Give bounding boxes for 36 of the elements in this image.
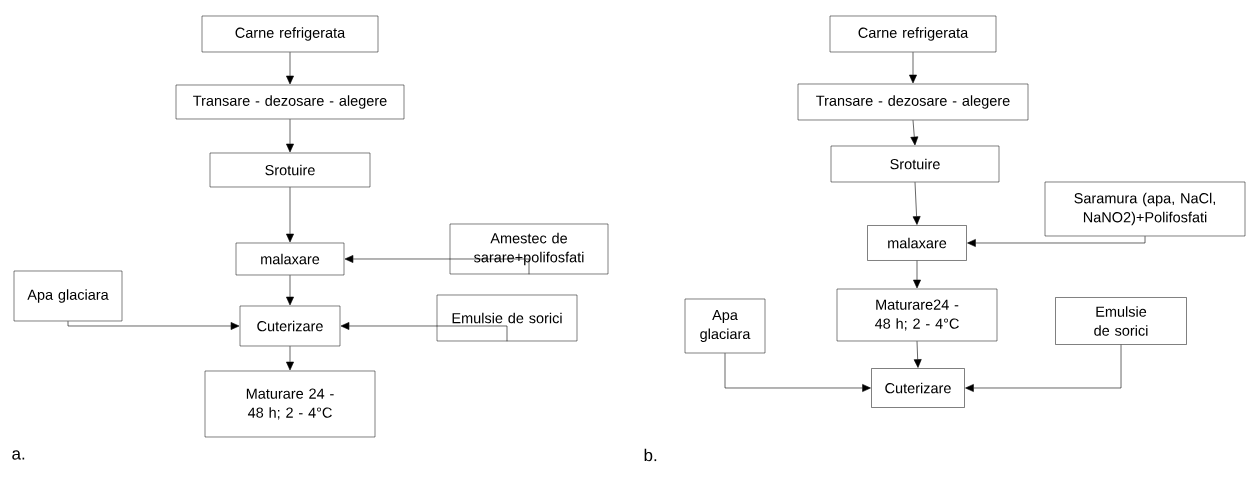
arrow xyxy=(909,51,917,84)
arrow xyxy=(724,352,871,392)
arrow xyxy=(286,118,294,153)
process-box: Carne refrigerata xyxy=(201,15,379,53)
arrow xyxy=(965,344,1122,392)
process-box: Carne refrigerata xyxy=(829,15,997,53)
process-box: Transare - dezosare - alegere xyxy=(797,83,1029,121)
arrow xyxy=(967,235,1146,247)
process-box: Apa glaciara xyxy=(13,270,123,322)
process-box: Srotuire xyxy=(209,152,371,188)
arrow xyxy=(67,320,240,330)
arrow xyxy=(286,51,294,85)
arrow xyxy=(913,340,922,368)
process-box: Cuterizare xyxy=(871,368,965,408)
process-box: malaxare xyxy=(235,242,345,276)
arrow xyxy=(910,119,919,146)
process-box: Apa glaciara xyxy=(684,298,766,354)
process-box: Emulsie de sorici xyxy=(436,294,578,342)
arrow xyxy=(286,345,294,371)
process-box: Transare - dezosare - alegere xyxy=(175,84,405,120)
process-box: malaxare xyxy=(867,225,967,261)
process-box: Emulsie de sorici xyxy=(1055,297,1187,345)
process-box: Amestec de sarare+polifosfati xyxy=(449,223,609,275)
arrow xyxy=(913,260,921,289)
arrow xyxy=(912,181,921,225)
process-box: Saramura (apa, NaCl, NaNO2)+Polifosfati xyxy=(1044,181,1246,237)
arrow xyxy=(286,186,294,243)
process-box: Cuterizare xyxy=(239,305,341,347)
arrow xyxy=(344,255,530,275)
panel-label: b. xyxy=(644,448,657,462)
panel-label: a. xyxy=(12,450,25,460)
process-box: Maturare24 - 48 h; 2 - 4°C xyxy=(836,288,998,342)
process-box: Maturare 24 - 48 h; 2 - 4°C xyxy=(204,370,376,438)
process-box: Srotuire xyxy=(830,145,1000,183)
arrow xyxy=(286,274,294,306)
arrow xyxy=(340,322,508,342)
